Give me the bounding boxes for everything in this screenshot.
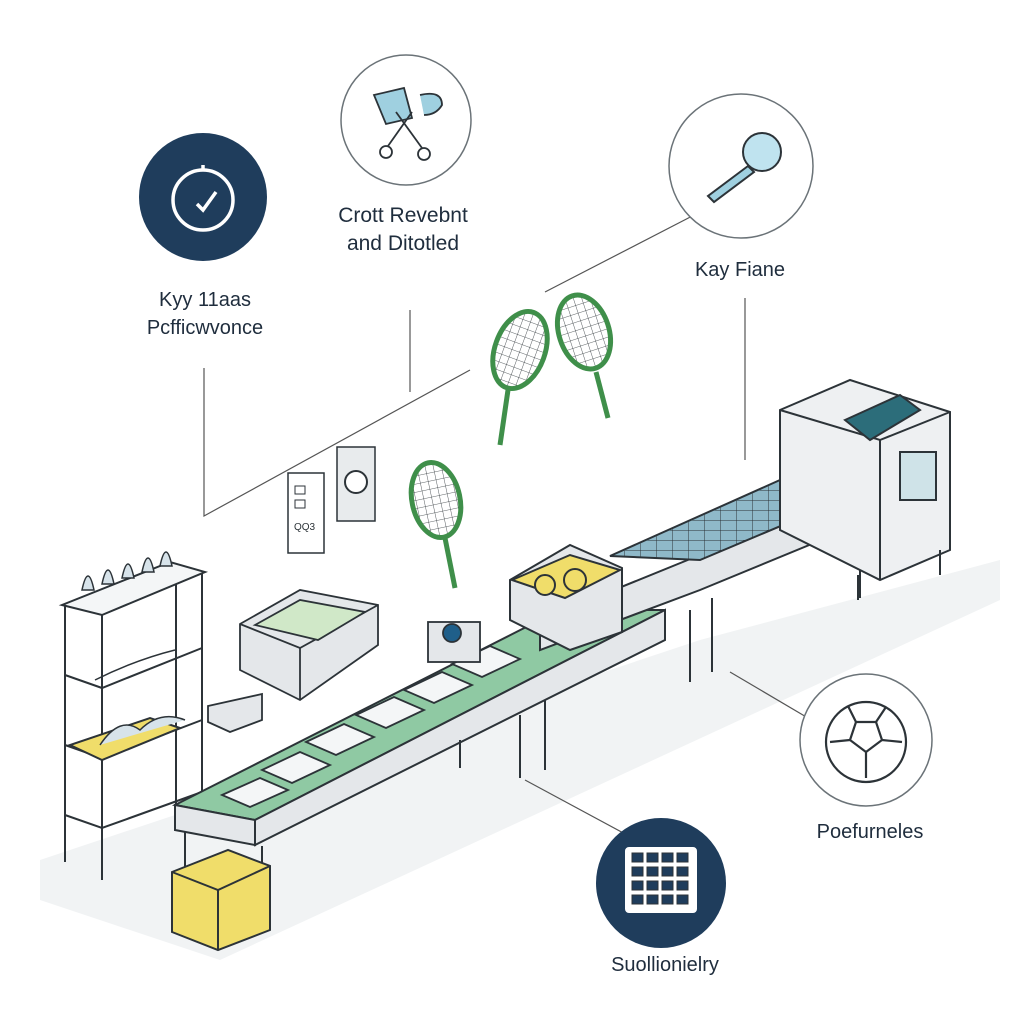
magnifier-badge bbox=[668, 93, 814, 239]
wall-sign-text: QQ3 bbox=[294, 522, 316, 533]
clock-label-line2: Pcfficwvonce bbox=[146, 317, 264, 339]
yellow-box bbox=[171, 848, 271, 952]
racket-icon bbox=[490, 308, 550, 446]
clock-badge bbox=[139, 133, 267, 261]
spool-station bbox=[427, 621, 481, 663]
grid-label: Suollionielry bbox=[565, 951, 765, 979]
ball-badge bbox=[799, 673, 933, 807]
tools-badge bbox=[340, 54, 472, 186]
clock-icon bbox=[171, 165, 235, 232]
yellow-bin bbox=[509, 543, 623, 652]
racket-icon bbox=[408, 459, 464, 589]
scissors-tools-icon bbox=[372, 86, 443, 161]
processing-machine bbox=[779, 378, 951, 600]
tools-label-line1: Crott Revebnt bbox=[338, 204, 468, 227]
tools-label-line2: and Ditotled bbox=[346, 232, 460, 255]
racket-icon bbox=[554, 292, 614, 419]
key-frame-label-line1: Kay Fiane bbox=[694, 259, 786, 281]
ball-label: Poefurneles bbox=[780, 818, 960, 846]
key-frame-label: Kay Fiane bbox=[680, 256, 800, 284]
clock-label: Kyy 11aas Pcfficwvonce bbox=[120, 286, 290, 342]
soccer-ball-icon bbox=[824, 700, 908, 784]
grid-label-line1: Suollionielry bbox=[611, 954, 719, 976]
grid-badge bbox=[596, 818, 726, 948]
magnifier-icon bbox=[706, 132, 782, 204]
clock-label-line1: Kyy 11aas bbox=[159, 289, 251, 311]
grid-panel-icon bbox=[625, 847, 697, 913]
small-cabinet bbox=[207, 589, 379, 733]
tools-label: Crott Revebnt and Ditotled bbox=[318, 202, 488, 258]
wall-sign: QQ3 bbox=[287, 472, 325, 554]
connector-lines bbox=[203, 211, 809, 843]
wall-dial bbox=[336, 446, 376, 522]
belt-trays bbox=[219, 645, 523, 808]
ball-label-line1: Poefurneles bbox=[816, 821, 924, 843]
shelf-gloves bbox=[81, 551, 186, 746]
